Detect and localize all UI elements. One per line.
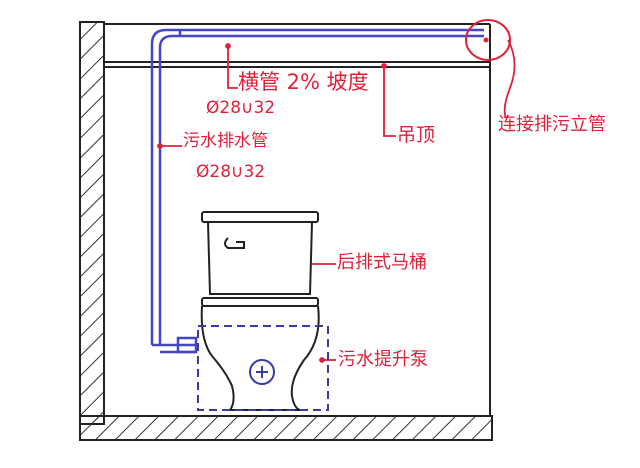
sewage-pump-label: 污水提升泵 bbox=[338, 349, 428, 370]
floor-slab bbox=[79, 415, 493, 441]
rear-outlet-toilet-label: 后排式马桶 bbox=[337, 252, 427, 273]
drain-pipe-diameter-label: Ø28∪32 bbox=[196, 162, 266, 182]
toilet-tank bbox=[201, 211, 319, 307]
suspended-ceiling-label: 吊顶 bbox=[397, 124, 436, 146]
toilet-bowl bbox=[200, 305, 320, 411]
riser-connection-label: 连接排污立管 bbox=[498, 114, 606, 135]
horizontal-pipe-slope-label: 横管 2% 坡度 bbox=[238, 70, 369, 94]
left-wall bbox=[79, 21, 105, 425]
sewage-pump bbox=[197, 325, 329, 411]
drain-pipe bbox=[150, 28, 484, 354]
horizontal-pipe-diameter-label: Ø28∪32 bbox=[206, 98, 276, 118]
suspended-ceiling bbox=[104, 61, 490, 68]
drain-pipe-label: 污水排水管 bbox=[183, 131, 268, 151]
riser-connection bbox=[465, 19, 516, 119]
